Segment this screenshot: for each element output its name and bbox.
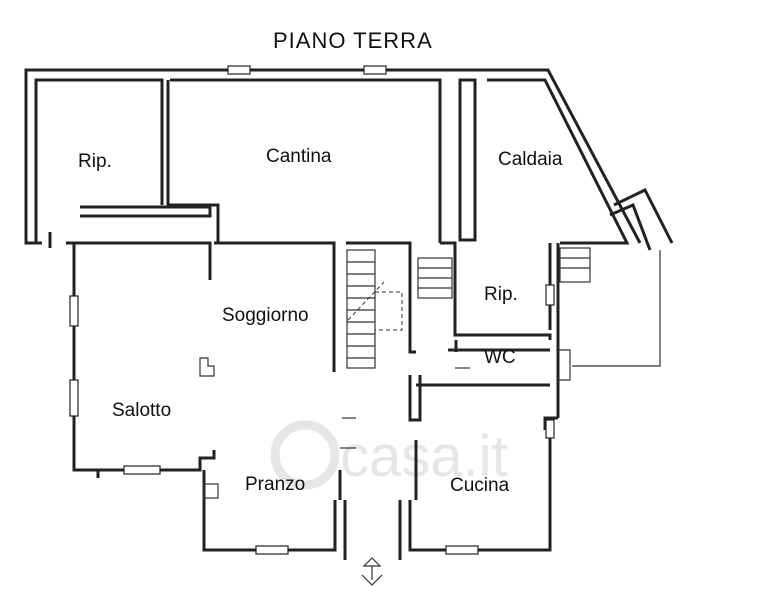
room-label-soggiorno: Soggiorno — [222, 305, 309, 326]
room-label-cucina: Cucina — [450, 475, 510, 496]
room-labels: Rip. Cantina Caldaia Soggiorno Rip. WC S… — [78, 146, 563, 496]
plan-title: PIANO TERRA — [273, 28, 433, 53]
interior-walls — [48, 232, 560, 560]
room-label-rip-right: Rip. — [484, 284, 518, 305]
outer-walls — [24, 68, 674, 251]
watermark: casa.it — [270, 420, 508, 490]
entrance-arrow-icon — [362, 557, 382, 567]
room-label-rip-top-left: Rip. — [78, 151, 112, 172]
room-label-wc: WC — [484, 347, 516, 368]
staircase — [346, 247, 591, 369]
chimney-icon — [199, 357, 215, 377]
windows — [69, 65, 555, 555]
column-icon — [203, 483, 219, 499]
watermark-text: casa.it — [340, 424, 508, 489]
watermark-logo-icon — [270, 420, 340, 490]
room-label-caldaia: Caldaia — [498, 149, 563, 170]
room-label-salotto: Salotto — [112, 400, 171, 421]
room-label-cantina: Cantina — [266, 146, 332, 167]
room-label-pranzo: Pranzo — [245, 474, 305, 495]
fixtures — [199, 250, 661, 586]
